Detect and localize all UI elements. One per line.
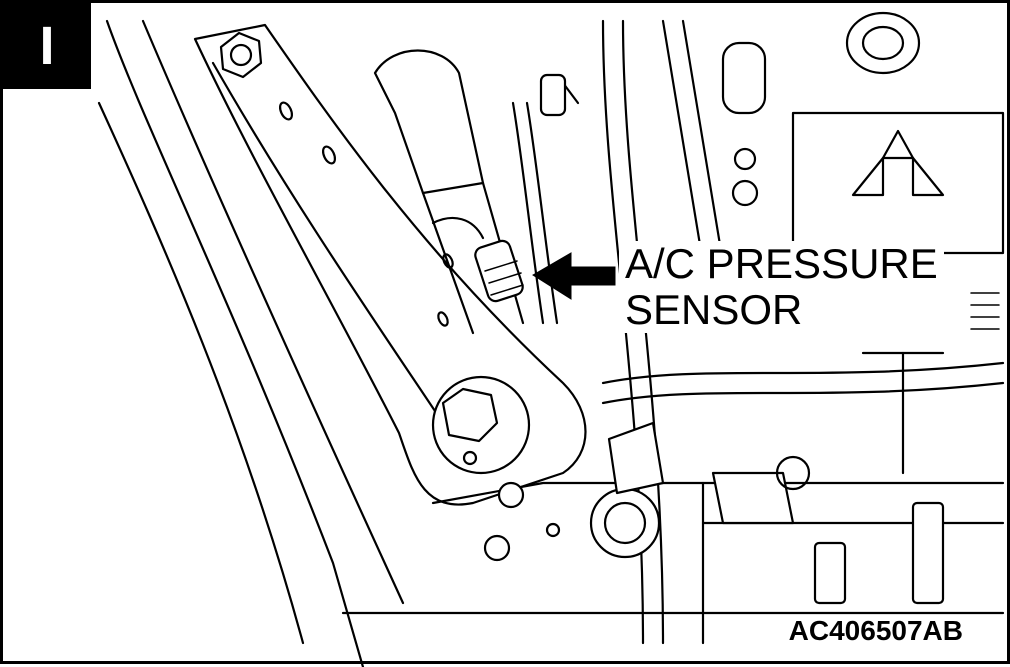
engine-cover xyxy=(661,11,1005,265)
callout-line-2: SENSOR xyxy=(625,286,803,333)
callout-arrow xyxy=(532,252,616,300)
lower-assembly xyxy=(341,292,1005,645)
callout-label: A/C PRESSURE SENSOR xyxy=(619,241,944,333)
engine-bay-line-drawing xyxy=(97,11,1005,667)
bolt-top xyxy=(219,31,263,79)
figure-corner-label: I xyxy=(3,3,91,89)
bolt-lower xyxy=(431,375,531,475)
callout-line-1: A/C PRESSURE xyxy=(625,240,938,287)
figure-code: AC406507AB xyxy=(784,615,967,647)
hose xyxy=(373,49,525,335)
pressure-sensor xyxy=(431,216,524,303)
fender-edge xyxy=(97,19,405,667)
